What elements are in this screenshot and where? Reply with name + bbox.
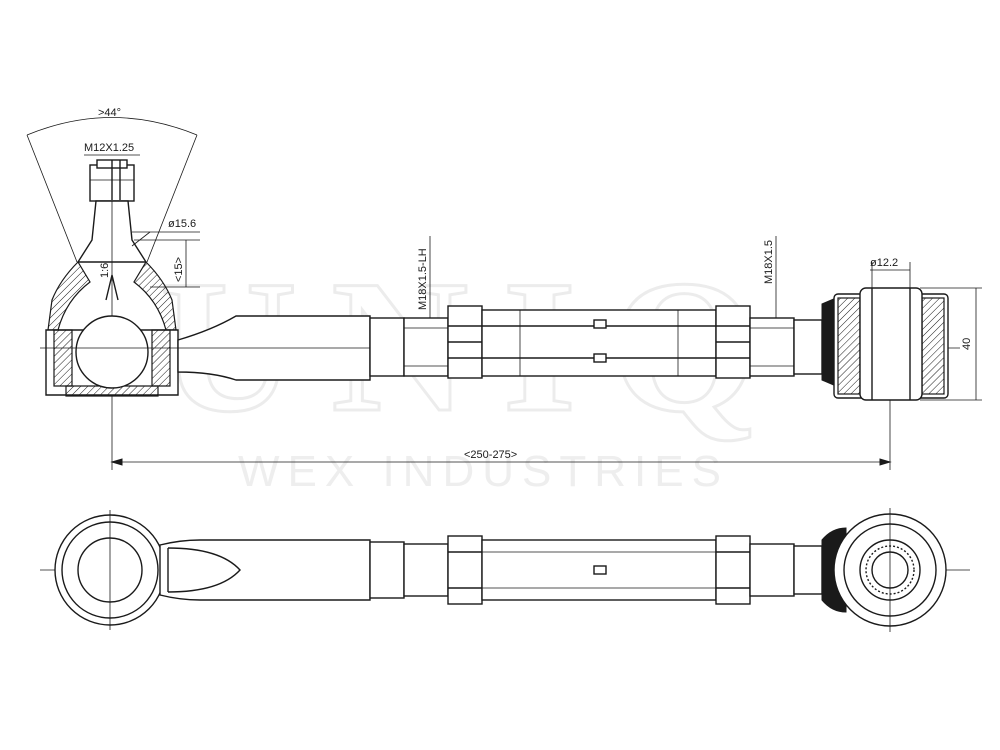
taper-ratio-label: 1:6 — [99, 263, 111, 278]
angle-leg-left — [26, 134, 78, 263]
right-thread-label: M18X1.5 — [763, 240, 775, 284]
left-threaded-section — [403, 317, 449, 377]
stud-diameter-label: ø15.6 — [168, 218, 196, 230]
side-view: >44° M12X1.25 ø15.6 <15> 1:6 — [26, 107, 982, 470]
overall-length-label: <250-275> — [464, 449, 517, 461]
left-thread-label: M18X1.5-LH — [417, 248, 429, 310]
dust-boot-left — [47, 261, 91, 331]
bushing-width-label: 40 — [961, 338, 973, 350]
right-threaded-section — [749, 317, 795, 377]
taper-length-label: <15> — [173, 257, 185, 282]
bushing-inner-sleeve — [859, 287, 923, 401]
ball-joint — [75, 315, 149, 389]
bushing-bore-label: ø12.2 — [870, 257, 898, 269]
stud-thread-label: M12X1.25 — [84, 142, 134, 154]
plan-right-nut — [715, 535, 751, 605]
angle-arc — [26, 117, 198, 136]
watermark-company: WEX INDUSTRIES — [238, 447, 729, 496]
plan-left-nut — [447, 535, 483, 605]
plan-view — [40, 508, 970, 632]
taper-angle-label: >44° — [98, 107, 121, 119]
socket-plug — [65, 385, 159, 397]
angle-leg-right — [146, 134, 198, 263]
plan-body — [159, 539, 371, 601]
